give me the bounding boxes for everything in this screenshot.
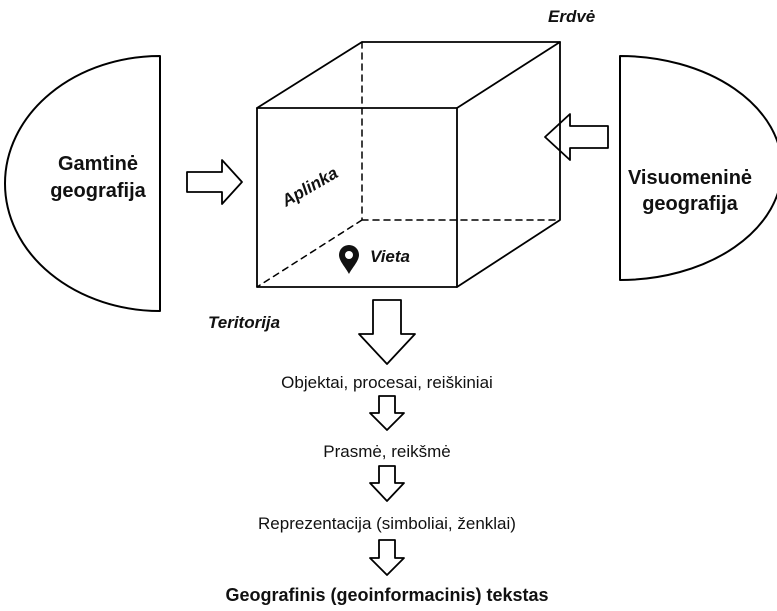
flow-step-1: Objektai, procesai, reiškiniai [281,373,493,392]
left-half-circle [4,55,161,312]
right-label-line2: geografija [642,193,738,215]
arrow-down-icon [369,539,405,576]
cube-top-label: Erdvė [548,7,595,26]
space-cube [256,41,561,288]
arrow-down-icon [369,395,405,431]
arrow-left-icon [544,113,609,161]
left-label-line2: geografija [50,180,146,202]
cube-bottom-label: Teritorija [208,313,280,332]
arrow-down-icon [369,465,405,502]
flow-step-4: Geografinis (geoinformacinis) tekstas [225,585,548,605]
place-label: Vieta [370,247,410,266]
right-label-line1: Visuomeninė [628,167,752,189]
flow-step-3: Reprezentacija (simboliai, ženklai) [258,514,516,533]
cube-inner-label: Aplinka [278,163,342,211]
cube-top-edges [256,41,561,109]
left-label-line1: Gamtinė [58,153,138,175]
cube-front-face [256,107,458,288]
flow-step-2: Prasmė, reikšmė [323,442,451,461]
right-half-circle [619,55,777,281]
location-pin-icon [339,245,359,274]
cube-right-edges [456,41,561,288]
cube-hidden-edges [256,41,561,288]
arrow-right-icon [186,159,243,205]
arrow-down-icon [358,299,416,365]
